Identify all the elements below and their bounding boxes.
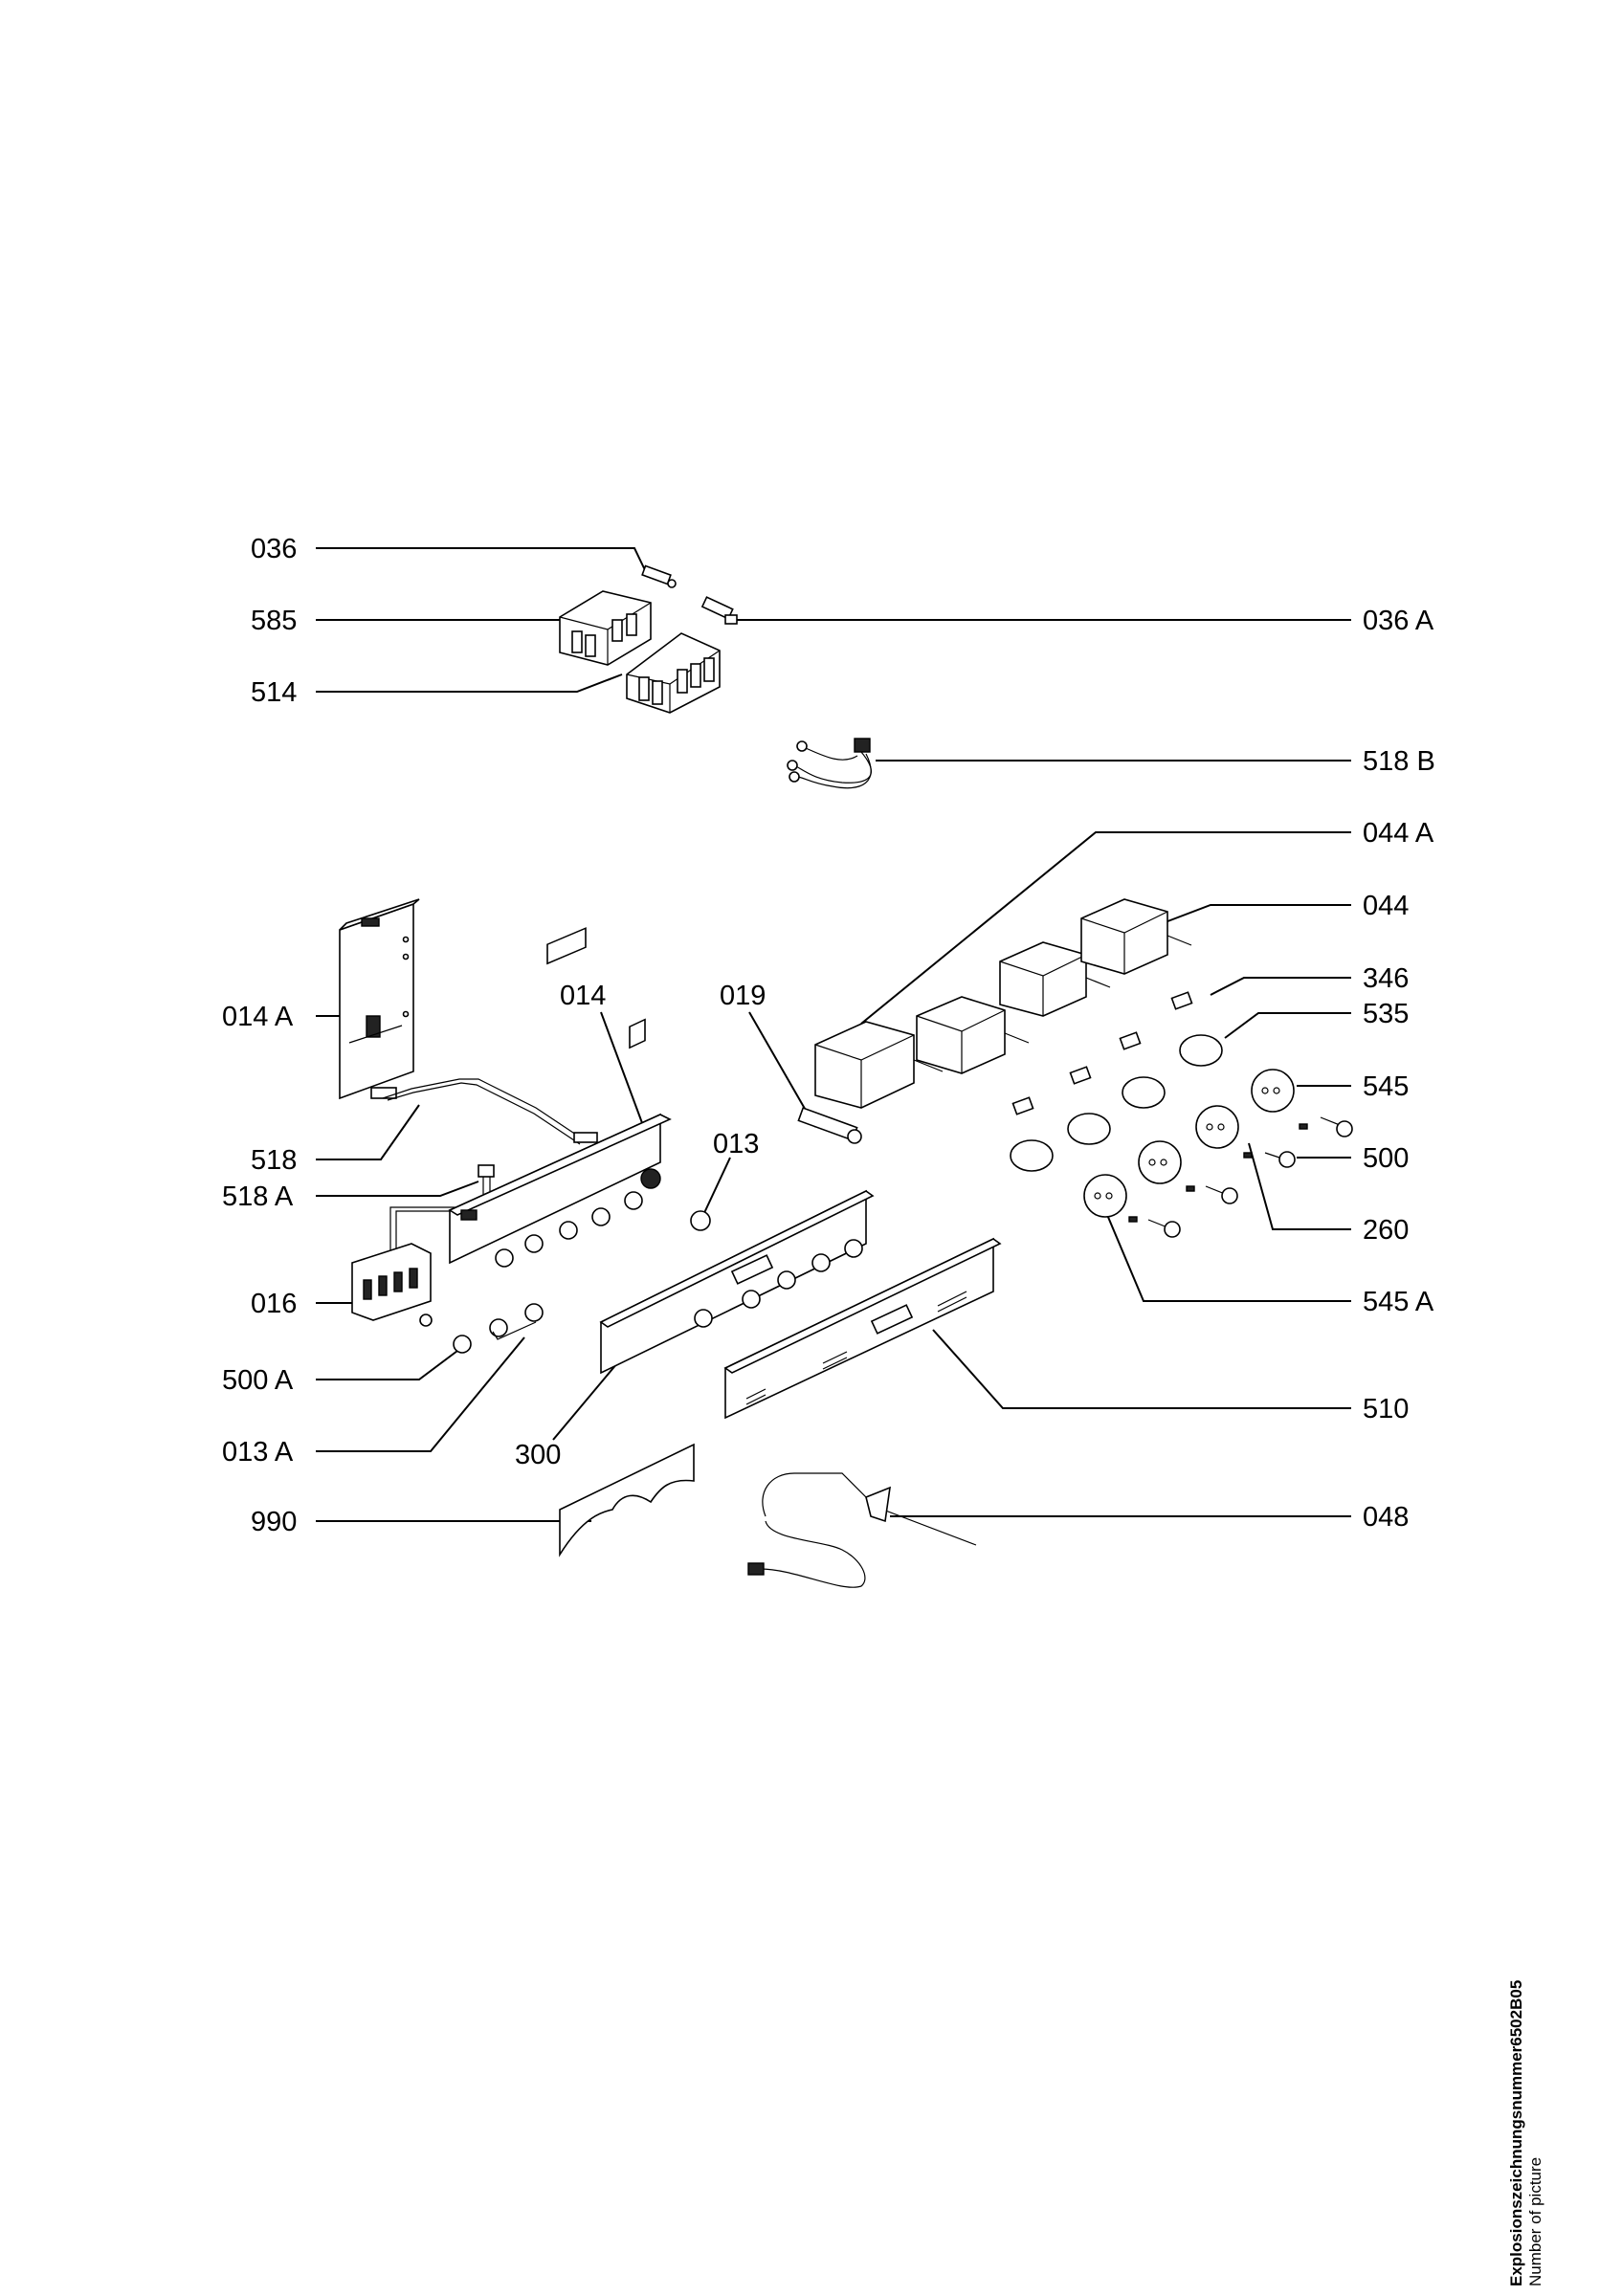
display-board-014 — [448, 927, 672, 1268]
picture-number-caption: Explosionszeichnungsnummer6502B05 Number… — [1507, 1980, 1545, 2286]
switch-block-016 — [351, 1243, 433, 1327]
ribbon-cable-518 — [370, 1078, 598, 1145]
regulator-044a-2 — [916, 996, 1030, 1074]
label-014a: 014 A — [222, 1002, 294, 1032]
label-510: 510 — [1363, 1394, 1409, 1424]
label-545: 545 — [1363, 1071, 1409, 1102]
knob-row-013a — [489, 1303, 544, 1340]
front-frame-300 — [599, 1018, 875, 1375]
regulator-044 — [999, 941, 1111, 1017]
leader-500a — [316, 1350, 458, 1380]
label-545a: 545 A — [1363, 1287, 1434, 1317]
label-585: 585 — [251, 606, 297, 636]
leader-260 — [1248, 1142, 1351, 1230]
regulator-044a — [814, 1021, 944, 1109]
cable-518b — [787, 738, 872, 789]
label-990: 990 — [251, 1507, 297, 1537]
label-346: 346 — [1363, 963, 1409, 994]
label-500: 500 — [1363, 1143, 1409, 1174]
caption-title: Explosionszeichnungsnummer6502B05 — [1507, 1979, 1525, 2286]
caption-subtitle: Number of picture — [1526, 2156, 1544, 2286]
label-300: 300 — [515, 1440, 561, 1470]
leader-518a — [316, 1181, 479, 1197]
knob-group — [1010, 991, 1353, 1238]
leader-346 — [1210, 977, 1351, 996]
label-518b: 518 B — [1363, 746, 1435, 777]
label-013a: 013 A — [222, 1437, 294, 1468]
regulator-044-2 — [1080, 898, 1192, 975]
terminal-block-514 — [626, 632, 721, 714]
leader-036 — [316, 547, 647, 573]
leader-013a — [316, 1336, 525, 1452]
leader-510 — [932, 1329, 1351, 1409]
leader-044 — [1162, 904, 1351, 924]
part-labels: 036 585 514 036 A 518 B 044 A 044 346 53… — [222, 534, 1435, 1537]
leader-514 — [316, 673, 623, 693]
pcb-014a — [339, 898, 420, 1100]
leader-545a — [1104, 1209, 1351, 1302]
label-260: 260 — [1363, 1215, 1409, 1246]
connector-pin-036a — [700, 596, 738, 625]
leader-300 — [552, 1362, 618, 1441]
fuse-019 — [797, 1107, 862, 1144]
label-036: 036 — [251, 534, 297, 564]
knob-013 — [690, 1210, 711, 1231]
label-535: 535 — [1363, 999, 1409, 1029]
terminal-block-585 — [559, 590, 652, 666]
leader-013 — [702, 1157, 731, 1216]
label-500a: 500 A — [222, 1365, 294, 1396]
label-013: 013 — [713, 1129, 759, 1159]
label-518a: 518 A — [222, 1181, 294, 1212]
sensor-probe-048 — [747, 1472, 977, 1588]
knob-500a — [453, 1335, 472, 1354]
label-048: 048 — [1363, 1502, 1409, 1533]
leader-lines — [316, 547, 1351, 1522]
label-518: 518 — [251, 1145, 297, 1176]
label-044: 044 — [1363, 891, 1409, 921]
connector-pin-036 — [641, 564, 677, 588]
leader-585 — [316, 619, 575, 632]
leader-044a — [860, 831, 1351, 1025]
leader-535 — [1224, 1012, 1351, 1039]
label-044a: 044 A — [1363, 818, 1434, 849]
label-014: 014 — [560, 981, 606, 1011]
bracket-990 — [559, 1443, 695, 1557]
label-016: 016 — [251, 1289, 297, 1319]
leader-518 — [316, 1104, 420, 1160]
panel-510 — [723, 1237, 1002, 1420]
label-036a: 036 A — [1363, 606, 1434, 636]
label-019: 019 — [720, 981, 766, 1011]
label-514: 514 — [251, 677, 297, 708]
